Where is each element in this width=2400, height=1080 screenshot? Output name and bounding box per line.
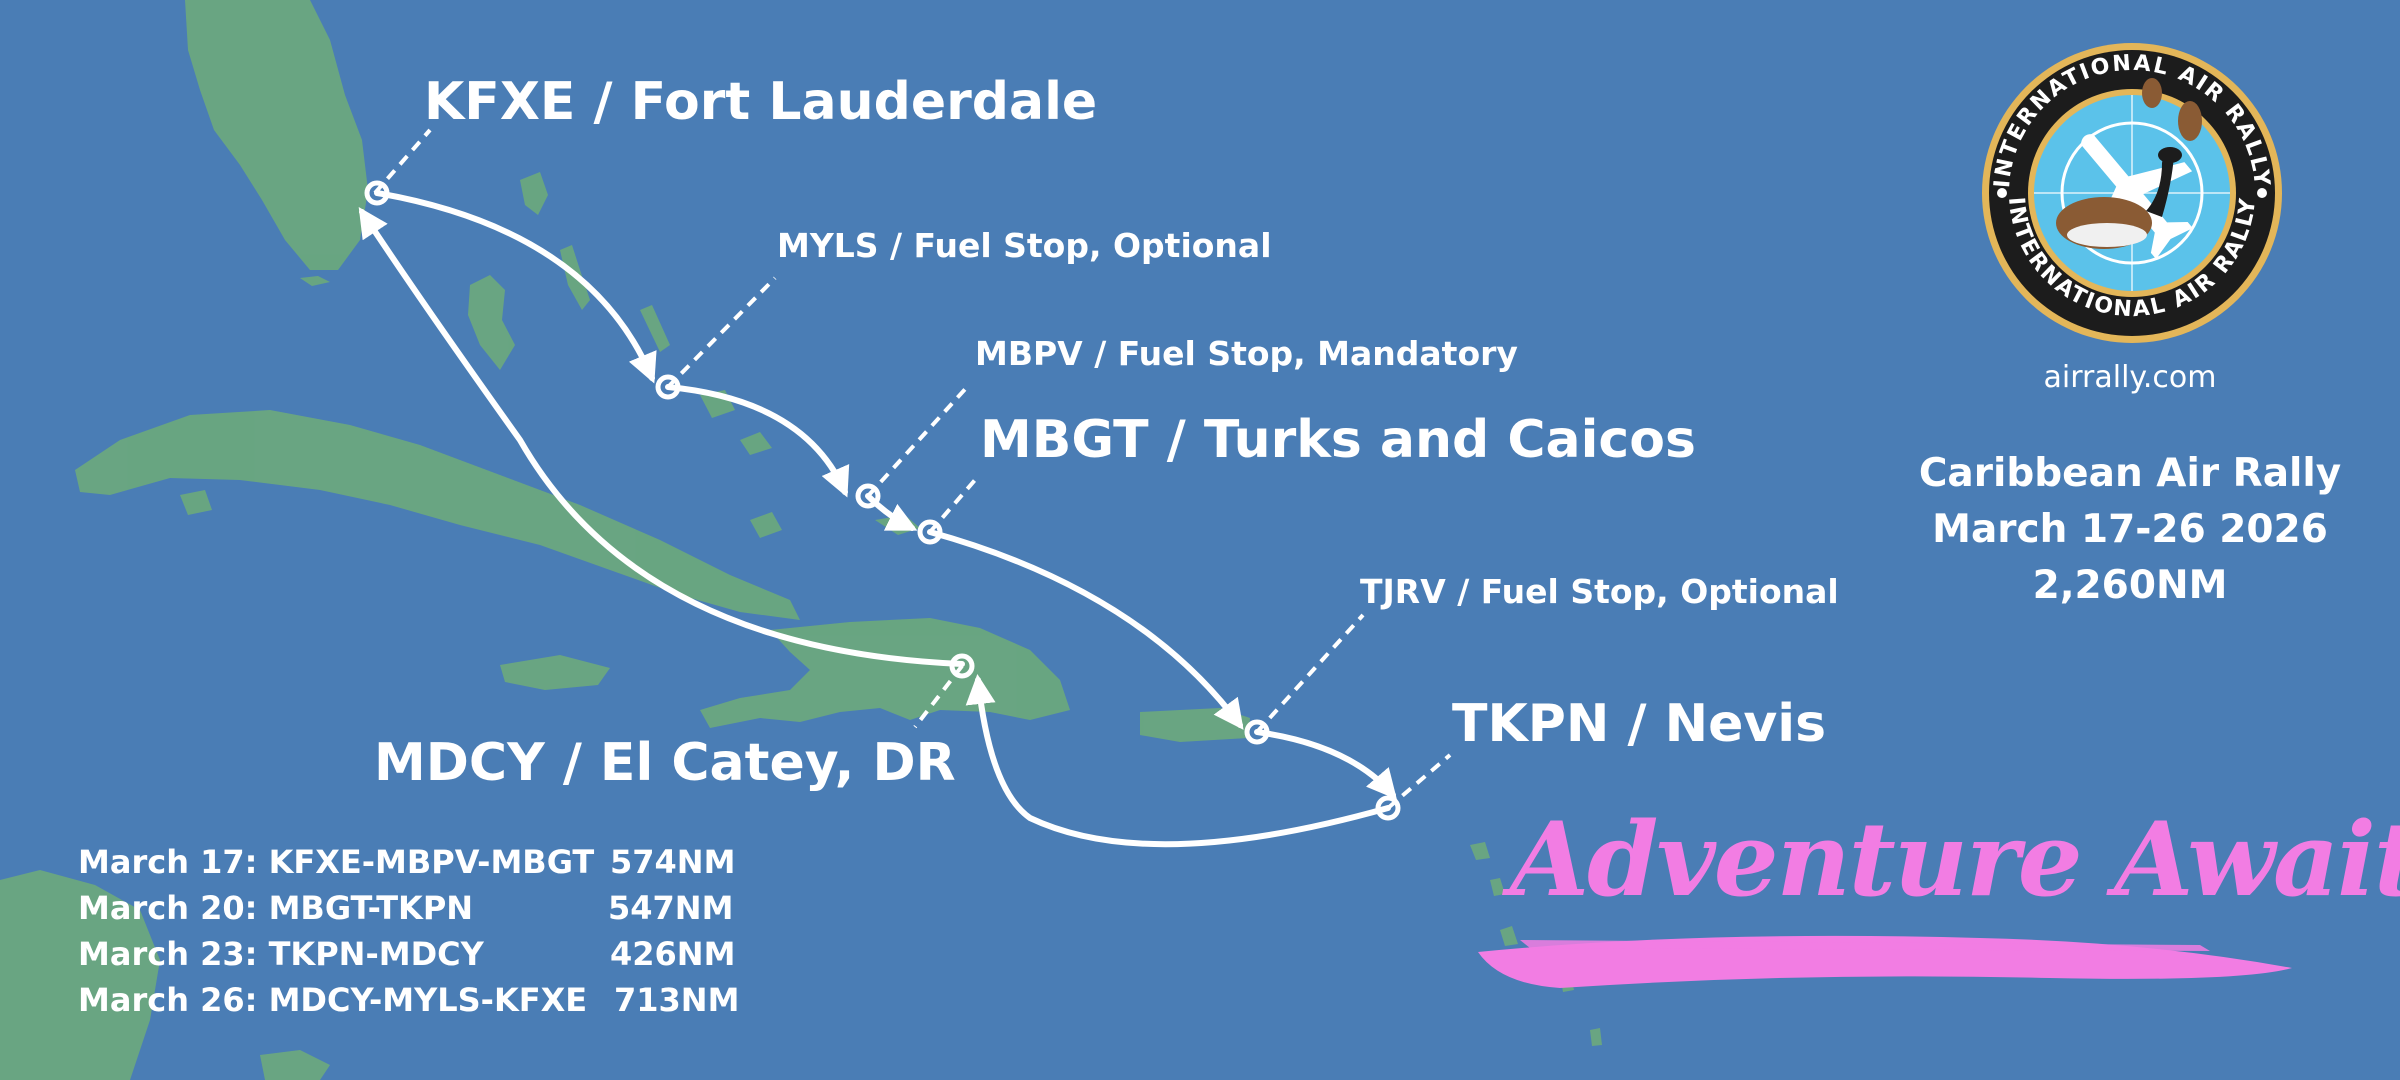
- kfxe-label: KFXE / Fort Lauderdale: [424, 72, 1098, 132]
- bahamas-abaco-land: [520, 172, 548, 215]
- bahamas-andros-land: [468, 275, 515, 370]
- leader-lines: [373, 128, 1452, 810]
- schedule-distance: 547NM: [608, 889, 734, 927]
- lesser-antilles-land: [1470, 842, 1602, 1046]
- tkpn-marker: [1375, 795, 1401, 821]
- tkpn-leader-line: [1386, 753, 1452, 810]
- mbpv-label: MBPV / Fuel Stop, Mandatory: [975, 334, 1518, 373]
- mbgt-label: MBGT / Turks and Caicos: [980, 410, 1696, 470]
- tjrv-label: TJRV / Fuel Stop, Optional: [1360, 572, 1839, 611]
- route-mdcy-kfxe: [358, 206, 965, 667]
- myls-leader-line: [666, 276, 777, 389]
- florida-keys-land: [300, 276, 330, 286]
- route-mbgt-tjrv: [927, 529, 1244, 730]
- mdcy-leader-line: [913, 664, 964, 729]
- goose-icon: [2056, 78, 2202, 249]
- route-paths: [358, 190, 1397, 848]
- airport-markers: [364, 180, 1401, 821]
- tjrv-marker: [1244, 719, 1270, 745]
- schedule-leg: March 26: MDCY-MYLS-KFXE: [78, 981, 588, 1019]
- route-myls-mbpv: [665, 384, 850, 498]
- event-distance: 2,260NM: [2032, 563, 2228, 608]
- hispaniola-land: [700, 618, 1070, 728]
- mbpv-marker: [855, 483, 881, 509]
- tkpn-label: TKPN / Nevis: [1452, 694, 1827, 754]
- tagline: Adventure Awaits: [1510, 800, 2400, 920]
- website-link[interactable]: airrally.com: [2043, 360, 2217, 395]
- south-america-land: [0, 870, 160, 1080]
- mbgt-leader-line: [928, 478, 977, 534]
- bahamas-south-land: [700, 390, 782, 538]
- bahamas-exuma-land: [640, 305, 670, 352]
- isle-of-youth-land: [180, 490, 212, 515]
- florida-land: [185, 0, 368, 270]
- rally-logo: INTERNATIONAL AIR RALLY INTERNATIONAL AI…: [1982, 43, 2282, 343]
- tjrv-leader-line: [1255, 613, 1365, 734]
- venezuela-coast-land: [260, 1050, 330, 1080]
- cuba-land: [75, 410, 800, 620]
- event-name: Caribbean Air Rally: [1918, 451, 2342, 496]
- kfxe-marker: [364, 180, 390, 206]
- schedule-leg: March 23: TKPN-MDCY: [78, 935, 484, 973]
- mdcy-marker: [949, 653, 975, 679]
- jamaica-land: [500, 655, 610, 690]
- myls-marker: [655, 374, 681, 400]
- mbgt-marker: [917, 519, 943, 545]
- schedule-leg: March 17: KFXE-MBPV-MBGT: [78, 843, 595, 881]
- event-dates: March 17-26 2026: [1932, 507, 2328, 552]
- kfxe-leader-line: [373, 128, 432, 195]
- route-tjrv-tkpn: [1254, 729, 1397, 800]
- route-kfxe-myls: [374, 190, 657, 384]
- event-info: Caribbean Air Rally March 17-26 2026 2,2…: [1890, 446, 2370, 614]
- route-tkpn-mdcy: [965, 674, 1391, 848]
- schedule-distance: 426NM: [610, 935, 736, 973]
- tagline-brush-streak: [1520, 940, 2210, 951]
- schedule-distance: 713NM: [614, 981, 740, 1019]
- myls-label: MYLS / Fuel Stop, Optional: [777, 226, 1272, 265]
- schedule-distance: 574NM: [610, 843, 736, 881]
- route-mbpv-mbgt: [865, 493, 918, 531]
- mdcy-label: MDCY / El Catey, DR: [374, 733, 956, 793]
- mbpv-leader-line: [866, 384, 970, 498]
- schedule-leg: March 20: MBGT-TKPN: [78, 889, 474, 927]
